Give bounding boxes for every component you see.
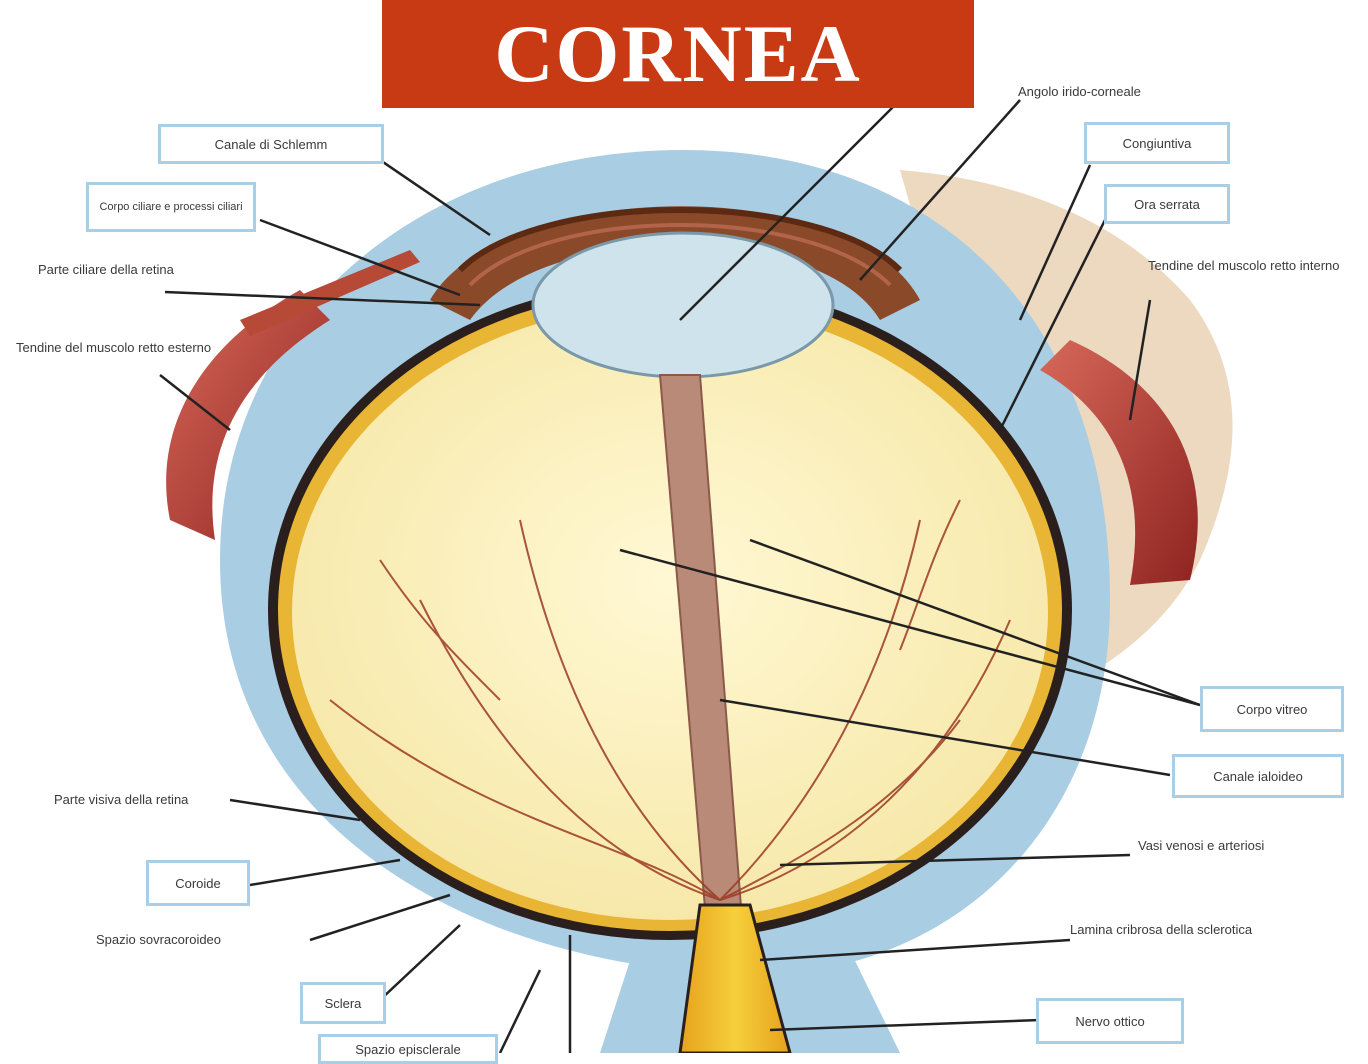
title-banner: CORNEA: [382, 0, 974, 108]
label-spazio-sovracoroideo: Spazio sovracoroideo: [96, 932, 316, 947]
label-nervo-ottico: Nervo ottico: [1036, 998, 1184, 1044]
label-coroide: Coroide: [146, 860, 250, 906]
lens: [533, 233, 833, 377]
label-parte-ciliare-retina: Parte ciliare della retina: [38, 262, 218, 277]
label-ora-serrata: Ora serrata: [1104, 184, 1230, 224]
page-title: CORNEA: [494, 13, 861, 95]
label-lamina-cribrosa: Lamina cribrosa della sclerotica: [1070, 922, 1290, 937]
label-parte-visiva-retina: Parte visiva della retina: [54, 792, 234, 807]
label-vasi-venosi: Vasi venosi e arteriosi: [1138, 838, 1278, 853]
label-canale-schlemm: Canale di Schlemm: [158, 124, 384, 164]
label-tendine-retto-interno: Tendine del muscolo retto interno: [1148, 258, 1363, 273]
label-corpo-ciliare: Corpo ciliare e processi ciliari: [86, 182, 256, 232]
label-corpo-vitreo: Corpo vitreo: [1200, 686, 1344, 732]
label-canale-ialoideo: Canale ialoideo: [1172, 754, 1344, 798]
label-spazio-episclerale: Spazio episclerale: [318, 1034, 498, 1064]
label-tendine-retto-esterno: Tendine del muscolo retto esterno: [16, 340, 236, 355]
label-congiuntiva: Congiuntiva: [1084, 122, 1230, 164]
label-sclera: Sclera: [300, 982, 386, 1024]
label-angolo-irido-corneale: Angolo irido-corneale: [1018, 84, 1238, 99]
